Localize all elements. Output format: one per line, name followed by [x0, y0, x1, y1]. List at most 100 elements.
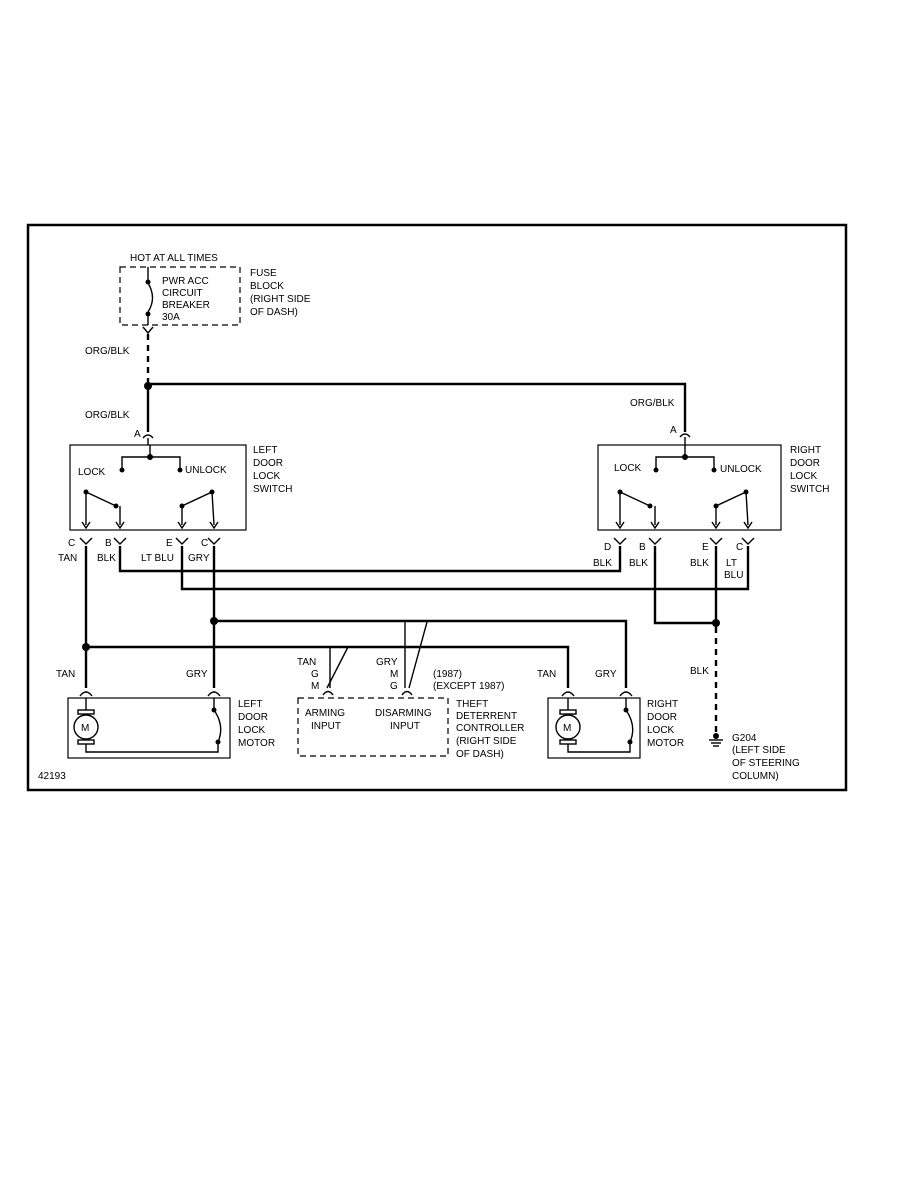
wire-blk-crossover: [118, 546, 622, 573]
left-switch-label-3: LOCK: [253, 471, 281, 482]
right-motor-label-1: RIGHT: [647, 699, 678, 710]
ctrl-label-4: (RIGHT SIDE: [456, 736, 517, 747]
wire-ctrl-gry-alt: [408, 621, 428, 689]
wire-tan-bus: [86, 645, 570, 688]
wire-org-blk-right: [148, 382, 687, 432]
right-motor-m: M: [563, 723, 571, 734]
right-motor-symbol: [555, 714, 581, 740]
wire-label-right-b-blk: BLK: [629, 558, 648, 569]
right-pin-e: E: [702, 542, 709, 553]
ctrl-disarm-wire-1: GRY: [376, 657, 398, 668]
right-switch-label-3: LOCK: [790, 471, 818, 482]
left-switch-pin-a: A: [134, 429, 141, 440]
left-motor-symbol: [73, 714, 99, 740]
wire-label-left-ltblu: LT BLU: [141, 553, 174, 564]
fuse-block-label-3: (RIGHT SIDE: [250, 294, 311, 305]
ctrl-year-1987: (1987): [433, 669, 462, 680]
ctrl-arming-label-2: INPUT: [311, 721, 341, 732]
right-motor-label-3: LOCK: [647, 725, 675, 736]
ground-label-2: (LEFT SIDE: [732, 745, 786, 756]
left-switch-unlock-label: UNLOCK: [185, 465, 227, 476]
ctrl-disarm-wire-3: G: [390, 681, 398, 692]
ground-symbol: [709, 733, 723, 747]
hot-at-all-times-label: HOT AT ALL TIMES: [130, 253, 218, 264]
circuit-breaker: [145, 267, 154, 325]
breaker-label-1: PWR ACC: [162, 276, 209, 287]
right-motor-label-2: DOOR: [647, 712, 677, 723]
left-pin-c2: C: [201, 538, 208, 549]
right-pin-d: D: [604, 542, 611, 553]
breaker-label-4: 30A: [162, 312, 180, 323]
left-switch-label-1: LEFT: [253, 445, 277, 456]
left-motor-m: M: [81, 723, 89, 734]
ground-label-1: G204: [732, 733, 757, 744]
wire-label-org-blk-left: ORG/BLK: [85, 410, 130, 421]
wire-label-right-d-blk: BLK: [593, 558, 612, 569]
right-door-lock-switch: A LOCK UNLOCK: [597, 425, 782, 531]
wire-label-right-e-blk: BLK: [690, 558, 709, 569]
ctrl-label-1: THEFT: [456, 699, 488, 710]
left-switch-lock-label: LOCK: [78, 467, 106, 478]
wire-label-left-motor-gry: GRY: [186, 669, 208, 680]
right-switch-unlock-label: UNLOCK: [720, 464, 762, 475]
left-pin-e: E: [166, 538, 173, 549]
wire-label-left-blk: BLK: [97, 553, 116, 564]
ground-label-4: COLUMN): [732, 771, 779, 782]
wire-label-right-blu: BLU: [724, 570, 743, 581]
ctrl-disarming-label-2: INPUT: [390, 721, 420, 732]
left-motor-label-4: MOTOR: [238, 738, 275, 749]
ctrl-arm-wire-2: G: [311, 669, 319, 680]
ctrl-disarming-label-1: DISARMING: [375, 708, 432, 719]
ctrl-label-5: OF DASH): [456, 749, 504, 760]
breaker-label-2: CIRCUIT: [162, 288, 203, 299]
left-motor-label-2: DOOR: [238, 712, 268, 723]
wire-label-left-tan: TAN: [58, 553, 77, 564]
fuse-block-label-2: BLOCK: [250, 281, 284, 292]
right-pin-b: B: [639, 542, 646, 553]
breaker-label-3: BREAKER: [162, 300, 210, 311]
fuse-block-box: [119, 266, 241, 326]
wire-label-ground-blk: BLK: [690, 666, 709, 677]
ctrl-label-3: CONTROLLER: [456, 723, 524, 734]
theft-deterrent-controller: [297, 690, 449, 757]
ctrl-disarm-wire-2: M: [390, 669, 398, 680]
figure-number: 42193: [38, 771, 66, 782]
right-switch-label-4: SWITCH: [790, 484, 829, 495]
left-pin-b: B: [105, 538, 112, 549]
left-motor-label-1: LEFT: [238, 699, 262, 710]
left-door-lock-switch: A LOCK UNLOCK: [69, 429, 247, 531]
wire-label-left-motor-tan: TAN: [56, 669, 75, 680]
wire-ltblu-crossover: [180, 546, 750, 591]
wire-gry-bus: [214, 619, 628, 688]
wire-blk-ground-feed: [653, 546, 716, 625]
left-pin-c1: C: [68, 538, 75, 549]
right-switch-pin-a: A: [670, 425, 677, 436]
ground-label-3: OF STEERING: [732, 758, 800, 769]
fuse-block-label-4: OF DASH): [250, 307, 298, 318]
left-door-lock-motor: [67, 691, 231, 759]
wire-label-org-blk-top: ORG/BLK: [85, 346, 130, 357]
diagram-frame: [26, 223, 848, 792]
ctrl-year-except-1987: (EXCEPT 1987): [433, 681, 505, 692]
ctrl-label-2: DETERRENT: [456, 711, 517, 722]
left-switch-label-4: SWITCH: [253, 484, 292, 495]
left-switch-label-2: DOOR: [253, 458, 283, 469]
left-motor-label-3: LOCK: [238, 725, 266, 736]
wire-label-right-motor-gry: GRY: [595, 669, 617, 680]
right-pin-c: C: [736, 542, 743, 553]
right-switch-label-2: DOOR: [790, 458, 820, 469]
wire-label-left-gry: GRY: [188, 553, 210, 564]
wire-label-org-blk-right: ORG/BLK: [630, 398, 675, 409]
right-switch-label-1: RIGHT: [790, 445, 821, 456]
right-switch-lock-label: LOCK: [614, 463, 642, 474]
splice-blk: [712, 619, 720, 627]
ctrl-arm-wire-3: M: [311, 681, 319, 692]
wire-label-right-lt: LT: [726, 558, 737, 569]
ctrl-arming-label-1: ARMING: [305, 708, 345, 719]
right-door-lock-motor: [547, 691, 641, 759]
wire-label-right-motor-tan: TAN: [537, 669, 556, 680]
ctrl-arm-wire-1: TAN: [297, 657, 316, 668]
fuse-block-label-1: FUSE: [250, 268, 277, 279]
right-motor-label-4: MOTOR: [647, 738, 684, 749]
